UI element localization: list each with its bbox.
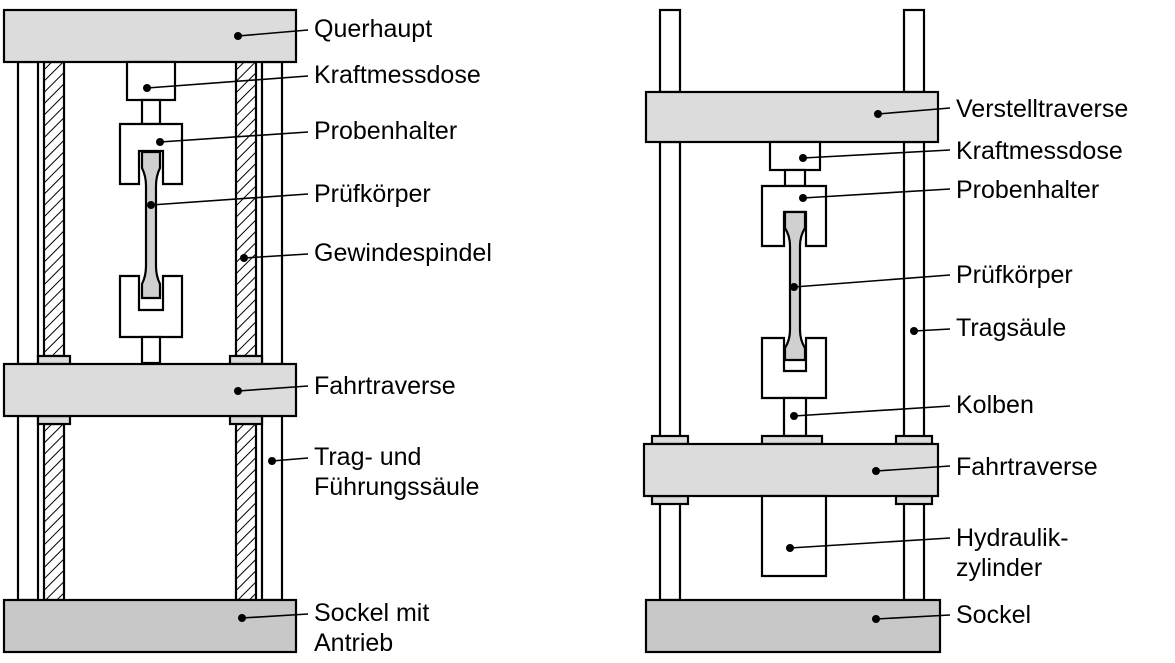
left-spindle-left-upper <box>42 60 66 358</box>
left-specimen <box>140 150 162 300</box>
label-tragsaeule: Tragsäule <box>956 314 1066 342</box>
right-labels: Verstelltraverse Kraftmessdose Probenhal… <box>956 95 1128 629</box>
left-guide-column-left-lower <box>16 414 40 602</box>
left-spindle-right-upper <box>234 60 258 358</box>
label-hydraulik-line1: Hydraulik- <box>956 524 1069 552</box>
left-nut-right-bottom <box>228 414 264 426</box>
label-sockel-right: Sockel <box>956 601 1031 629</box>
right-column-right-mid <box>902 140 926 440</box>
right-adjustable-crosshead <box>644 90 940 144</box>
right-column-left-mid <box>658 140 682 440</box>
left-nut-right-top <box>228 354 264 366</box>
label-sockel-line2: Antrieb <box>314 629 393 657</box>
right-load-cell <box>768 140 822 172</box>
label-tragsaeule-line1: Trag- und <box>314 443 421 471</box>
left-leaders <box>143 29 309 622</box>
label-gewindespindel: Gewindespindel <box>314 239 492 267</box>
right-collar-right-bottom <box>894 494 934 506</box>
right-piston-flange <box>760 434 824 446</box>
left-load-cell <box>125 60 177 102</box>
left-base <box>2 598 298 654</box>
label-kraftmessdose-right: Kraftmessdose <box>956 137 1123 165</box>
right-column-right-low <box>902 500 926 602</box>
label-probenhalter-left: Probenhalter <box>314 117 457 145</box>
left-lower-stem <box>140 335 162 365</box>
label-kraftmessdose-left: Kraftmessdose <box>314 61 481 89</box>
label-probenhalter-right: Probenhalter <box>956 176 1099 204</box>
right-leaders <box>786 107 951 623</box>
label-sockel-line1: Sockel mit <box>314 599 429 627</box>
label-hydraulik-line2: zylinder <box>956 554 1042 582</box>
label-querhaupt: Querhaupt <box>314 15 432 43</box>
left-machine <box>2 8 298 654</box>
right-column-left-low <box>658 500 682 602</box>
label-fahrtraverse-left: Fahrtraverse <box>314 372 456 400</box>
left-nut-left-top <box>36 354 72 366</box>
label-verstelltraverse: Verstelltraverse <box>956 95 1128 123</box>
right-load-cell-stem <box>783 168 807 188</box>
left-crosshead <box>2 8 298 64</box>
left-load-cell-stem <box>140 98 162 126</box>
label-kolben: Kolben <box>956 391 1034 419</box>
left-spindle-left-lower <box>42 422 66 602</box>
label-fahrtraverse-right: Fahrtraverse <box>956 453 1098 481</box>
right-collar-right-top <box>894 434 934 446</box>
left-guide-column-right-lower <box>260 414 284 602</box>
label-pruefkoerper-right: Prüfkörper <box>956 261 1073 289</box>
left-labels: Querhaupt Kraftmessdose Probenhalter Prü… <box>314 15 492 657</box>
label-tragsaeule-line2: Führungssäule <box>314 473 479 501</box>
left-lower-grip <box>118 274 184 339</box>
left-nut-left-bottom <box>36 414 72 426</box>
right-machine <box>642 8 942 654</box>
right-base <box>644 598 942 654</box>
left-guide-column-right <box>260 60 284 366</box>
right-column-right-top <box>902 8 926 94</box>
right-collar-left-bottom <box>650 494 690 506</box>
right-column-left-top <box>658 8 682 94</box>
left-upper-grip <box>118 122 184 186</box>
right-collar-left-top <box>650 434 690 446</box>
right-hydraulic-cylinder <box>760 494 828 578</box>
left-guide-column-left <box>16 60 40 366</box>
left-spindle-right-lower <box>234 422 258 602</box>
label-pruefkoerper-left: Prüfkörper <box>314 180 431 208</box>
